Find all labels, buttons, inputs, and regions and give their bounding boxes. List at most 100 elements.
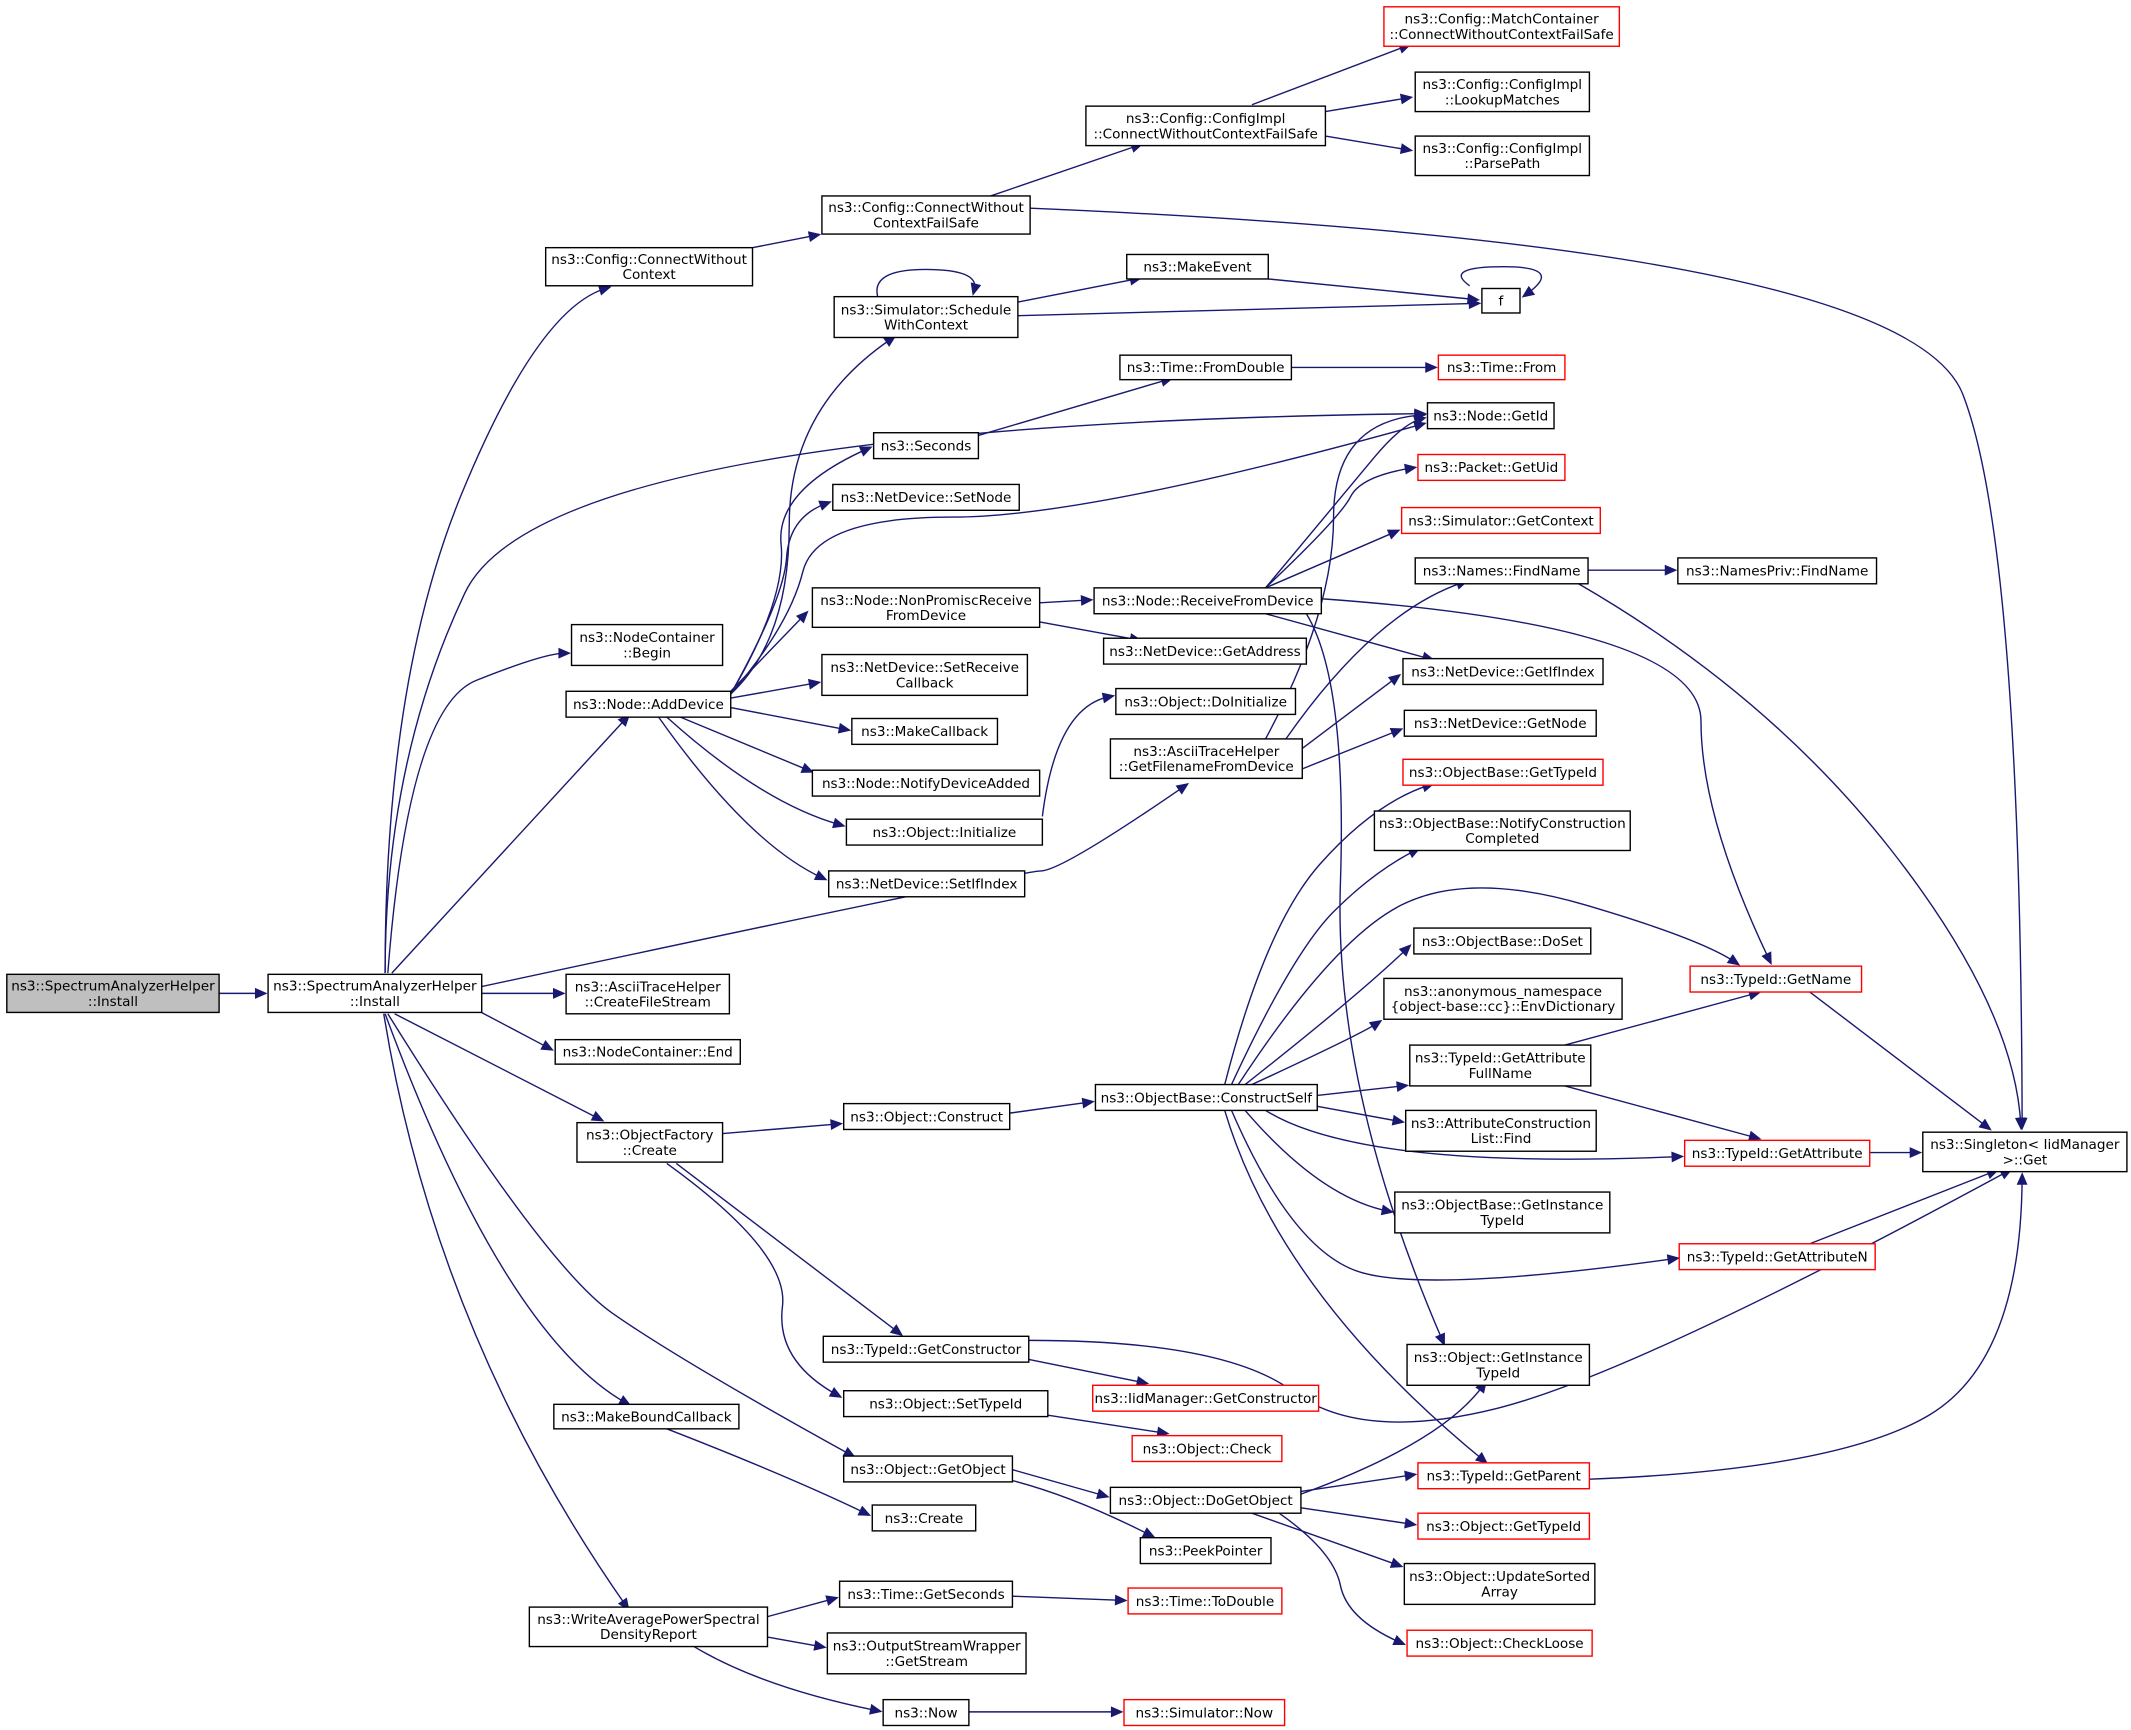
edge-line [730,423,1421,695]
node-getfilename[interactable]: ns3::AsciiTraceHelper::GetFilenameFromDe… [1109,738,1303,780]
node-cfg-cwcfs[interactable]: ns3::Config::ConnectWithoutContextFailSa… [821,195,1031,235]
node-iid-getconstructor[interactable]: ns3::IidManager::GetConstructor [1092,1384,1320,1412]
node-getaddress[interactable]: ns3::NetDevice::GetAddress [1102,637,1308,665]
edge-line [1017,302,1476,317]
node-lookup[interactable]: ns3::Config::ConfigImpl::LookupMatches [1414,71,1591,113]
node-objcheck[interactable]: ns3::Object::Check [1131,1434,1283,1463]
node-f[interactable]: f [1481,287,1521,314]
node-parsepath[interactable]: ns3::Config::ConfigImpl::ParsePath [1414,135,1591,177]
node-seconds[interactable]: ns3::Seconds [872,432,980,460]
node-dogetobject[interactable]: ns3::Object::DoGetObject [1109,1486,1302,1514]
arrowhead-icon [832,817,846,829]
node-tid-getname[interactable]: ns3::TypeId::GetName [1689,965,1863,993]
node-makeevent[interactable]: ns3::MakeEvent [1126,253,1269,280]
node-getstream[interactable]: ns3::OutputStreamWrapper::GetStream [826,1632,1027,1675]
node-label: Completed [1465,831,1539,847]
node-box [1403,1562,1596,1606]
node-setifindex[interactable]: ns3::NetDevice::SetIfIndex [828,870,1026,898]
node-create[interactable]: ns3::Create [871,1504,977,1532]
node-label: DensityReport [600,1627,697,1643]
edge-line [1265,418,1421,589]
call-edge-install-to-getfilename [462,782,1190,992]
node-simnow[interactable]: ns3::Simulator::Now [1123,1698,1286,1727]
call-edge-constructself-to-getattrfull [1317,1081,1410,1097]
node-setnode[interactable]: ns3::NetDevice::SetNode [832,483,1020,511]
node-settypeid[interactable]: ns3::Object::SetTypeId [842,1390,1049,1418]
node-label: Callback [896,675,954,691]
node-notifydev[interactable]: ns3::Node::NotifyDeviceAdded [811,769,1041,797]
node-label: ns3::Now [894,1705,957,1721]
node-obj-gettypeid[interactable]: ns3::Object::GetTypeId [1417,1512,1591,1540]
node-adddevice[interactable]: ns3::Node::AddDevice [565,690,732,718]
node-label: ns3::Object::Initialize [872,825,1016,841]
node-label: ns3::Object::GetTypeId [1426,1519,1581,1535]
node-timefrom[interactable]: ns3::Time::From [1437,354,1566,381]
node-box [570,623,724,667]
call-edge-getobject-to-dogetobject [1012,1468,1110,1500]
edge-line [1300,1474,1412,1493]
node-label: ::Install [350,994,400,1010]
node-mc-cwcfs[interactable]: ns3::Config::MatchContainer::ConnectWith… [1383,6,1621,47]
node-ofcreate[interactable]: ns3::ObjectFactory::Create [576,1121,724,1163]
node-privfindname[interactable]: ns3::NamesPriv::FindName [1677,557,1878,585]
node-todouble[interactable]: ns3::Time::ToDouble [1127,1587,1283,1615]
edge-line [876,268,976,297]
node-envdict[interactable]: ns3::anonymous_namespace{object-base::cc… [1383,977,1623,1020]
node-label: ns3::ObjectFactory [586,1128,713,1144]
node-getconstructor[interactable]: ns3::TypeId::GetConstructor [822,1335,1030,1363]
node-cfgimpl-cwcfs[interactable]: ns3::Config::ConfigImpl::ConnectWithoutC… [1085,105,1327,147]
arrowhead-icon [1425,361,1438,373]
node-fromdouble[interactable]: ns3::Time::FromDouble [1119,354,1293,381]
node-getobject[interactable]: ns3::Object::GetObject [842,1455,1014,1483]
call-edge-getfilename-to-getnode [1302,728,1404,770]
node-construct[interactable]: ns3::Object::Construct [842,1102,1011,1131]
node-notifyconst[interactable]: ns3::ObjectBase::NotifyConstructionCompl… [1373,810,1631,852]
node-makebound[interactable]: ns3::MakeBoundCallback [553,1403,740,1430]
node-tid-getattribute[interactable]: ns3::TypeId::GetAttribute [1683,1139,1871,1167]
edge-line [1305,613,1444,1341]
node-cfg-cwc[interactable]: ns3::Config::ConnectWithoutContext [544,246,754,287]
node-label: ns3::Object::DoInitialize [1124,694,1287,710]
node-getid[interactable]: ns3::Node::GetId [1426,402,1555,430]
node-peekpointer[interactable]: ns3::PeekPointer [1139,1536,1272,1565]
node-getattrn[interactable]: ns3::TypeId::GetAttributeN [1678,1243,1876,1271]
node-now[interactable]: ns3::Now [882,1698,970,1727]
node-singleton[interactable]: ns3::Singleton< IidManager >::Get [1922,1131,2128,1173]
node-install[interactable]: ns3::SpectrumAnalyzerHelper::Install [267,973,483,1014]
node-getuid[interactable]: ns3::Packet::GetUid [1417,453,1566,482]
node-getifindex[interactable]: ns3::NetDevice::GetIfIndex [1402,657,1604,686]
node-getparent[interactable]: ns3::TypeId::GetParent [1417,1462,1591,1490]
node-ncbegin[interactable]: ns3::NodeContainer::Begin [570,623,724,667]
node-doset[interactable]: ns3::ObjectBase::DoSet [1413,927,1592,955]
node-getcontext[interactable]: ns3::Simulator::GetContext [1400,506,1601,535]
node-findname[interactable]: ns3::Names::FindName [1414,557,1589,585]
node-createfilestream[interactable]: ns3::AsciiTraceHelper::CreateFileStream [565,973,731,1015]
node-ob-gettypeid[interactable]: ns3::ObjectBase::GetTypeId [1402,758,1604,786]
node-box [1085,105,1327,147]
node-checkloose[interactable]: ns3::Object::CheckLoose [1406,1629,1593,1657]
node-writeavg[interactable]: ns3::WriteAveragePowerSpectralDensityRep… [528,1606,769,1648]
node-ncend[interactable]: ns3::NodeContainer::End [554,1038,741,1065]
edge-line [1809,1170,1994,1245]
edge-line [1317,1105,1400,1122]
node-doinit[interactable]: ns3::Object::DoInitialize [1115,687,1297,716]
node-recvfromdev[interactable]: ns3::Node::ReceiveFromDevice [1093,587,1323,615]
node-initialize[interactable]: ns3::Object::Initialize [845,818,1044,846]
edge-line [1224,1110,1484,1461]
node-makecallback[interactable]: ns3::MakeCallback [851,717,999,746]
arrowhead-icon [818,500,832,511]
call-edge-dogetobject-to-updatesorted [1251,1512,1404,1568]
node-getsecondsT[interactable]: ns3::Time::GetSeconds [838,1580,1014,1608]
node-root[interactable]: ns3::SpectrumAnalyzerHelper::Install [6,973,220,1014]
node-box [1094,1083,1318,1112]
node-constructself[interactable]: ns3::ObjectBase::ConstructSelf [1094,1083,1318,1112]
node-getnode[interactable]: ns3::NetDevice::GetNode [1403,709,1597,737]
